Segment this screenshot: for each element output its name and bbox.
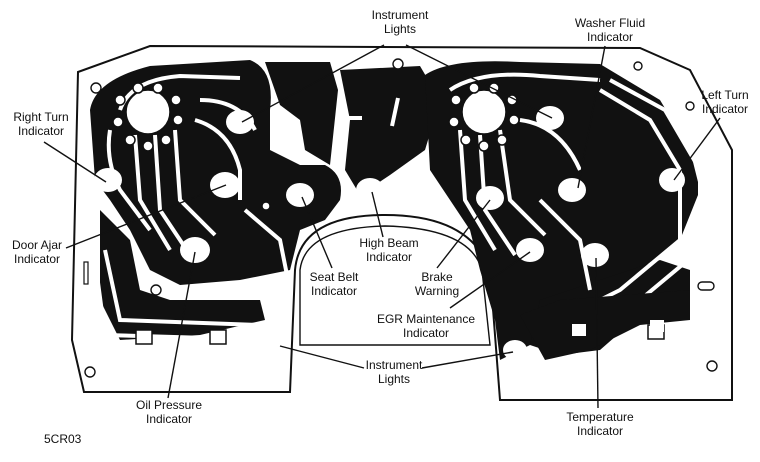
label-door-ajar: Door Ajar Indicator (2, 238, 72, 266)
label-line: Indicator (701, 102, 749, 116)
pads-inner (572, 320, 664, 336)
ident-bar-2 (390, 97, 400, 127)
label-line: Brake (421, 270, 453, 284)
leader-right-turn (43, 141, 107, 183)
leader-egr (449, 251, 531, 309)
label-washer-fluid: Washer Fluid Indicator (560, 16, 660, 44)
mounting-holes (84, 58, 718, 378)
left-connector (112, 82, 184, 152)
label-line: Left Turn (701, 88, 749, 102)
label-line: Indicator (402, 326, 450, 340)
leader-lines (43, 44, 721, 409)
label-left-turn: Left Turn Indicator (690, 88, 760, 116)
leader-instrument-lights-top-b (405, 44, 553, 119)
figure-reference: 5CR03 (44, 432, 82, 446)
label-temperature: Temperature Indicator (552, 410, 648, 438)
label-line: Temperature (566, 410, 634, 424)
label-line: Lights (377, 372, 411, 386)
leader-high-beam (371, 191, 384, 238)
leader-brake-warning (436, 199, 491, 269)
leader-door-ajar (65, 184, 227, 249)
leader-washer-fluid (577, 45, 606, 189)
label-high-beam: High Beam Indicator (346, 236, 432, 264)
label-right-turn: Right Turn Indicator (4, 110, 78, 138)
leader-instrument-lights-top-a (241, 44, 385, 123)
foil-right-large (425, 61, 700, 360)
label-line: Right Turn (13, 110, 69, 124)
label-line: Indicator (576, 424, 624, 438)
label-line: High Beam (359, 236, 419, 250)
label-line: Seat Belt (309, 270, 359, 284)
leader-oil-pressure (167, 251, 196, 399)
slot-right (697, 281, 715, 291)
leader-temperature (595, 257, 599, 409)
label-line: Indicator (365, 250, 413, 264)
label-line: Indicator (586, 30, 634, 44)
right-traces (448, 72, 702, 322)
label-instrument-lights-bottom: Instrument Lights (354, 358, 434, 386)
right-connector (448, 82, 520, 152)
label-instrument-lights-top: Instrument Lights (360, 8, 440, 36)
label-line: Door Ajar (11, 238, 63, 252)
label-line: Warning (414, 284, 460, 298)
leader-instrument-lights-bottom-a (279, 345, 365, 369)
foil-left-lower (100, 210, 265, 340)
label-line: Washer Fluid (574, 16, 646, 30)
right-edge-foil (520, 290, 690, 360)
label-oil-pressure: Oil Pressure Indicator (126, 398, 212, 426)
label-egr-maintenance: EGR Maintenance Indicator (360, 312, 492, 340)
leader-instrument-lights-bottom-b (421, 351, 514, 369)
label-line: Indicator (17, 124, 65, 138)
label-line: Indicator (145, 412, 193, 426)
label-line: Oil Pressure (135, 398, 203, 412)
foil-center-mid (340, 66, 440, 195)
label-line: Instrument (371, 8, 429, 22)
label-seat-belt: Seat Belt Indicator (296, 270, 372, 298)
leader-seat-belt (301, 196, 333, 269)
label-brake-warning: Brake Warning (404, 270, 470, 298)
slot-left (83, 261, 89, 285)
label-line: EGR Maintenance (376, 312, 476, 326)
label-line: Indicator (310, 284, 358, 298)
label-line: Indicator (13, 252, 61, 266)
foil-center-top (265, 62, 338, 165)
leader-left-turn (673, 117, 721, 181)
label-line: Lights (383, 22, 417, 36)
label-line: Instrument (365, 358, 423, 372)
